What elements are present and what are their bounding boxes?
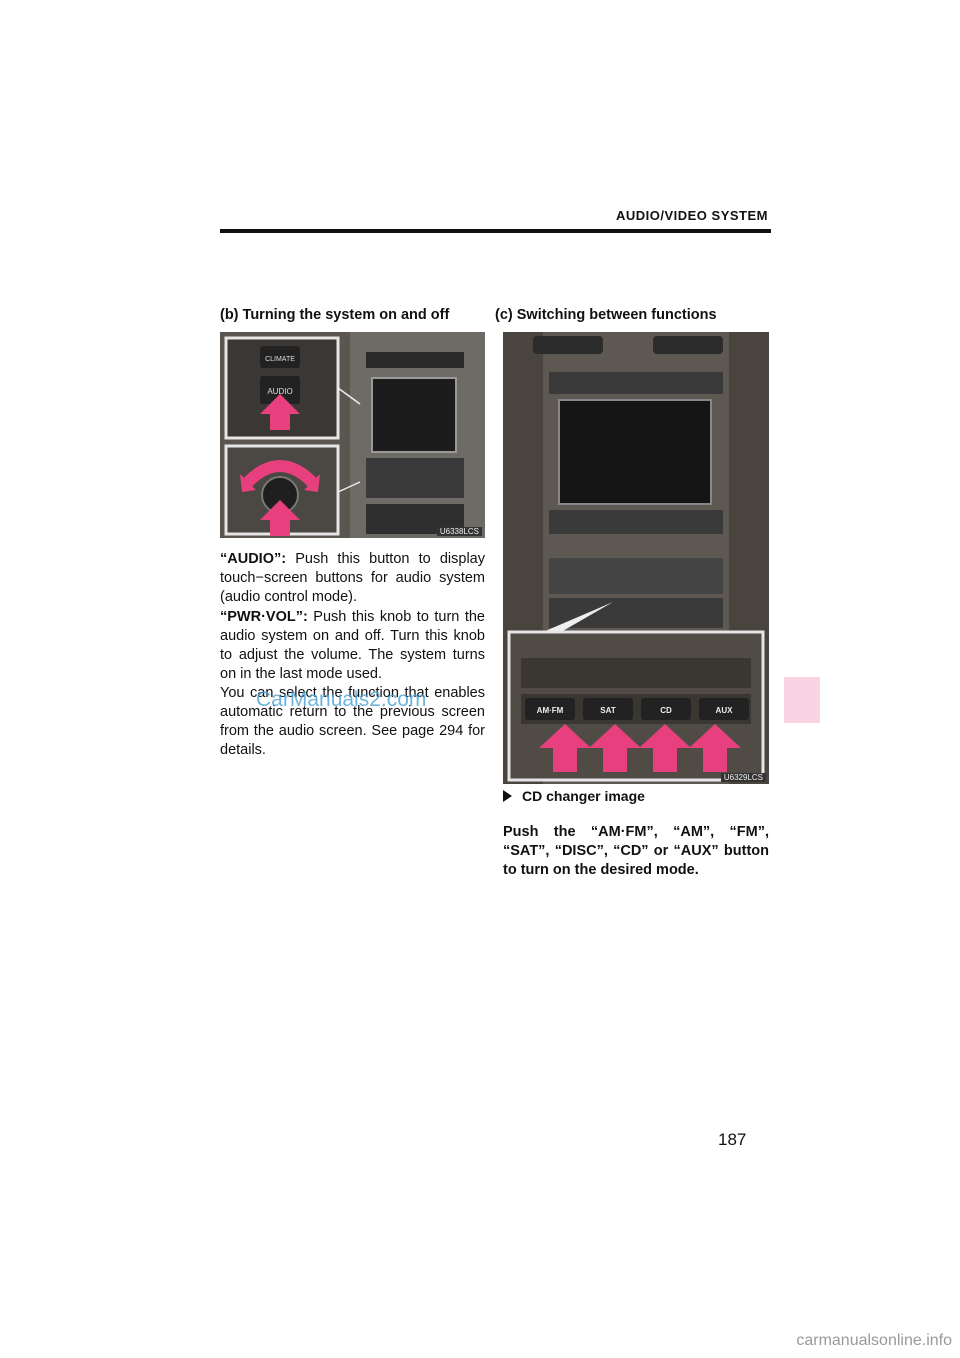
triangle-bullet-icon (503, 790, 512, 802)
mode-instruction: Push the “AM·FM”, “AM”, “FM”, “SAT”, “DI… (503, 824, 769, 878)
cd-button: CD (660, 706, 672, 715)
arrow-aux-icon (689, 724, 741, 772)
climate-button-label: CLIMATE (265, 356, 295, 363)
header-rule (220, 229, 771, 233)
push-arrow-icon (260, 394, 300, 430)
am-fm-button: AM·FM (537, 706, 564, 715)
audio-description: “AUDIO”: Push this button to display tou… (220, 550, 485, 607)
pwrvol-text: Push this knob to turn the audio system … (220, 609, 485, 682)
rotate-arrow-icon (243, 460, 317, 487)
figure-caption: CD changer image (503, 788, 645, 804)
section-tab (784, 677, 820, 723)
arrow-cd-icon (639, 724, 691, 772)
arrow-sat-icon (589, 724, 641, 772)
arrow-am-fm-icon (539, 724, 591, 772)
image-code: U6338LCS (436, 527, 482, 536)
watermark: CarManuals2.com (256, 688, 427, 711)
section-c-heading: (c) Switching between functions (495, 307, 717, 323)
sat-button: SAT (600, 706, 616, 715)
audio-button-label: AUDIO (267, 387, 292, 396)
watermark-footer: carmanualsonline.info (796, 1332, 952, 1349)
caption-text: CD changer image (522, 788, 645, 804)
push-knob-arrow-icon (260, 500, 300, 536)
header-title: AUDIO/VIDEO SYSTEM (615, 208, 768, 223)
image-code: U6329LCS (720, 773, 766, 782)
audio-panel-photo: CLIMATE AUDIO U6338LCS (220, 332, 485, 538)
page-number: 187 (718, 1130, 747, 1149)
center-console-photo: AM·FM SAT CD AUX U6329LCS (503, 332, 769, 784)
audio-text: Push this button to display touch−screen… (220, 551, 485, 605)
audio-label: “AUDIO”: (220, 551, 287, 567)
pwrvol-label: “PWR·VOL”: (220, 609, 308, 625)
auto-return-note: You can select the function that enables… (220, 685, 485, 758)
section-b-heading: (b) Turning the system on and off (220, 307, 450, 323)
pwrvol-description: “PWR·VOL”: Push this knob to turn the au… (220, 608, 485, 684)
aux-button: AUX (716, 706, 734, 715)
